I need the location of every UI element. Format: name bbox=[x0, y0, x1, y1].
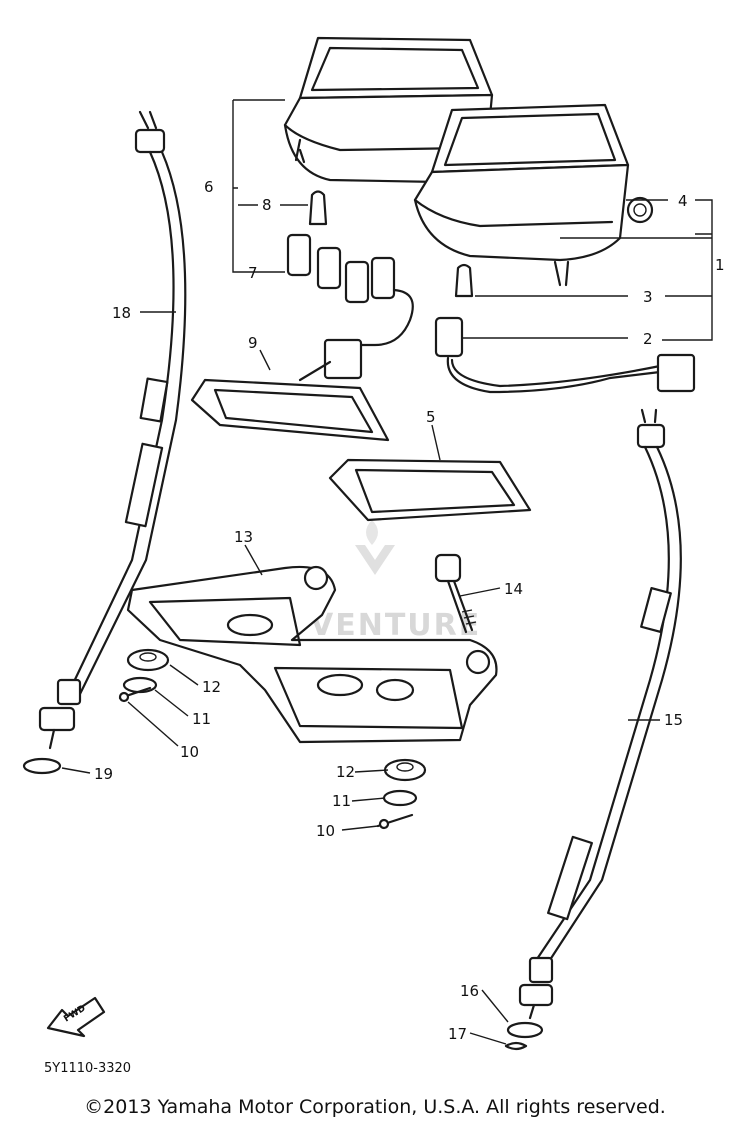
gasket-5 bbox=[328, 458, 532, 522]
part-label-7: 7 bbox=[248, 264, 258, 282]
tachometer-housing bbox=[413, 103, 654, 287]
part-label-13: 13 bbox=[234, 528, 253, 546]
cable-18 bbox=[38, 110, 187, 750]
part-label-8: 8 bbox=[262, 196, 272, 214]
o-ring-16 bbox=[506, 1021, 544, 1039]
gasket-9 bbox=[190, 378, 390, 442]
part-label-10-right: 10 bbox=[316, 822, 335, 840]
trip-knob bbox=[626, 196, 654, 224]
collar-11-left bbox=[122, 676, 158, 694]
bulb-8 bbox=[308, 190, 328, 226]
watermark: VENTURE bbox=[310, 520, 481, 643]
forward-arrow: FWD bbox=[46, 996, 106, 1038]
screw-14 bbox=[434, 553, 477, 634]
socket-2-harness bbox=[434, 316, 696, 394]
part-label-15: 15 bbox=[664, 711, 683, 729]
part-label-11-right: 11 bbox=[332, 792, 351, 810]
collar-11-right bbox=[382, 789, 418, 807]
bracket-13 bbox=[126, 565, 498, 744]
part-label-10-left: 10 bbox=[180, 743, 199, 761]
part-label-9: 9 bbox=[248, 334, 258, 352]
watermark-text: VENTURE bbox=[310, 608, 481, 643]
bulb-sockets bbox=[286, 233, 414, 382]
part-label-4: 4 bbox=[678, 192, 688, 210]
copyright-notice: ©2013 Yamaha Motor Corporation, U.S.A. A… bbox=[84, 1096, 666, 1118]
screw-10-left bbox=[118, 686, 152, 703]
o-ring-19 bbox=[22, 757, 62, 775]
clip-17 bbox=[504, 1041, 528, 1051]
part-label-12-left: 12 bbox=[202, 678, 221, 696]
part-number-labels: 1 2 3 4 5 6 7 8 9 10 10 11 11 12 12 13 1… bbox=[94, 178, 725, 1043]
grommet-12-right bbox=[383, 758, 427, 782]
part-label-5: 5 bbox=[426, 408, 436, 426]
cable-15 bbox=[518, 408, 682, 1020]
diagram-code: 5Y1110-3320 bbox=[44, 1061, 131, 1076]
part-label-14: 14 bbox=[504, 580, 523, 598]
part-label-16: 16 bbox=[460, 982, 479, 1000]
part-label-11-left: 11 bbox=[192, 710, 211, 728]
part-label-12-right: 12 bbox=[336, 763, 355, 781]
part-label-18: 18 bbox=[112, 304, 131, 322]
part-label-2: 2 bbox=[643, 330, 653, 348]
part-label-6: 6 bbox=[204, 178, 214, 196]
leader-lines bbox=[61, 99, 713, 1045]
part-label-1: 1 bbox=[715, 256, 725, 274]
grommet-12-left bbox=[126, 648, 170, 672]
bulb-3 bbox=[454, 263, 474, 298]
part-label-3: 3 bbox=[643, 288, 653, 306]
part-label-17: 17 bbox=[448, 1025, 467, 1043]
part-label-19: 19 bbox=[94, 765, 113, 783]
screw-10-right bbox=[376, 813, 414, 830]
